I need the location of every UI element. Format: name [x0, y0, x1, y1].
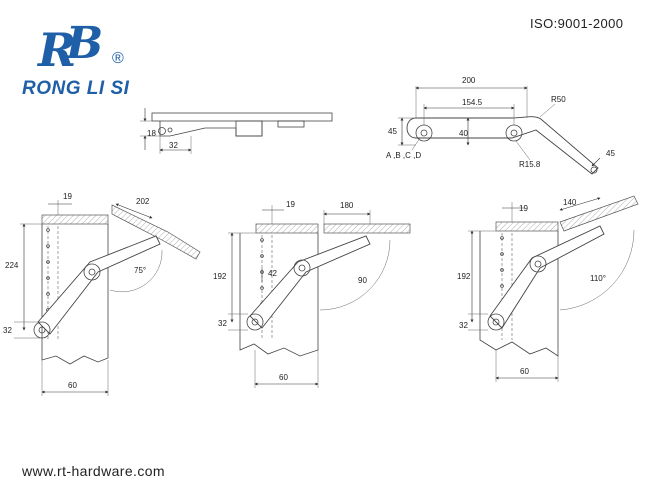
installation-view-110: 110° 19 140 192 32 60	[457, 195, 639, 382]
dim-42: 42	[268, 269, 277, 278]
registered-mark: ®	[112, 50, 124, 67]
dim-19-v2: 19	[286, 200, 295, 209]
dim-32-v1: 32	[3, 326, 12, 335]
brand-name: RONG LI SI	[22, 78, 130, 99]
installation-view-75: 75° 19 202 224 32 60	[3, 192, 201, 396]
dim-19-v1: 19	[63, 192, 72, 201]
dim-192-v3: 192	[457, 272, 471, 281]
website-url[interactable]: www.rt-hardware.com	[22, 463, 165, 479]
closed-side-view: 18 32	[140, 108, 333, 154]
angle-110: 110°	[590, 274, 606, 283]
dim-19-v3: 19	[519, 204, 528, 213]
dim-60-v1: 60	[68, 381, 77, 390]
dim-32-closed: 32	[169, 141, 178, 150]
brand-logo-icon: R B	[36, 18, 103, 77]
arm-detail-view: 200 154.5 45 40 A ,B ,C ,D R50 R15.8 45	[386, 76, 615, 175]
dim-202: 202	[136, 197, 150, 206]
installation-view-90: 90 19 180 192 42 32 60	[213, 200, 411, 388]
dim-32-v3: 32	[459, 321, 468, 330]
dim-18: 18	[147, 129, 156, 138]
iso-certification: ISO:9001-2000	[530, 16, 624, 31]
dim-32-v2: 32	[218, 319, 227, 328]
dim-154-5: 154.5	[462, 98, 483, 107]
dim-140: 140	[563, 198, 577, 207]
dim-224: 224	[5, 261, 19, 270]
radius-r50: R50	[551, 95, 566, 104]
radius-r15-8: R15.8	[519, 160, 541, 169]
dim-40: 40	[459, 129, 468, 138]
angle-75: 75°	[134, 266, 146, 275]
dim-192-v2: 192	[213, 272, 227, 281]
dim-200: 200	[462, 76, 476, 85]
dim-60-v3: 60	[520, 367, 529, 376]
dim-45-height: 45	[388, 127, 397, 136]
svg-text:R: R	[36, 23, 76, 77]
angle-90: 90	[358, 276, 367, 285]
dim-45-angle: 45	[606, 149, 615, 158]
svg-text:B: B	[64, 18, 103, 69]
hole-labels: A ,B ,C ,D	[386, 151, 421, 160]
dim-180: 180	[340, 201, 354, 210]
dim-60-v2: 60	[279, 373, 288, 382]
hole-column	[46, 228, 50, 312]
